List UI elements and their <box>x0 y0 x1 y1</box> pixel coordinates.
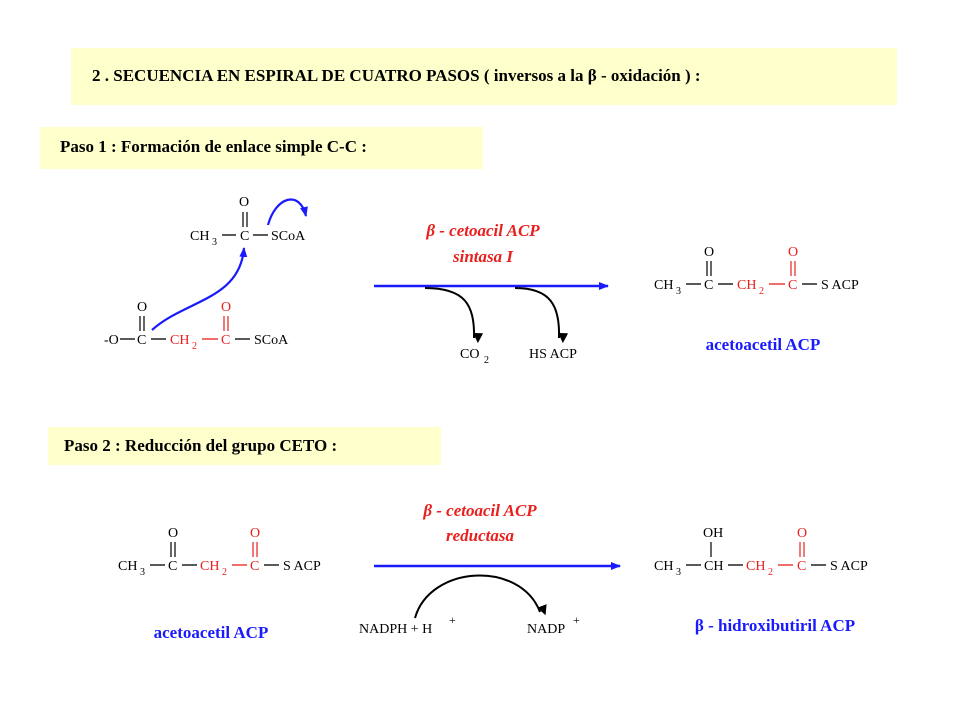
paso2-banner <box>48 427 441 465</box>
atom-ch2-red: CH <box>200 559 219 574</box>
atom-ch3: CH <box>654 278 673 293</box>
atom-o-red: O <box>221 300 231 315</box>
acetoacetyl-acp-product: CH 3 C O CH 2 C O S ACP <box>654 245 859 297</box>
atom-o-red: O <box>788 245 798 260</box>
paso1-product-name: acetoacetil ACP <box>706 335 821 354</box>
malonyl-coa-molecule: -O C O CH 2 C O SCoA <box>104 300 289 352</box>
paso2-enzyme-line1: β - cetoacil ACP <box>422 501 537 520</box>
cofactor-in-plus: + <box>449 613 456 627</box>
hsacp-release-arrow <box>514 287 569 344</box>
atom-c: C <box>137 333 146 348</box>
cofactor-out: NADP <box>527 622 565 637</box>
paso2-substrate-name: acetoacetil ACP <box>154 623 269 642</box>
atom-sub2-red: 2 <box>222 567 227 578</box>
atom-sub3: 3 <box>140 567 145 578</box>
atom-c-red: C <box>788 278 797 293</box>
acetyl-coa-molecule: CH 3 C O SCoA <box>190 195 306 248</box>
atom-o-red: O <box>250 526 260 541</box>
atom-o-red: O <box>797 526 807 541</box>
title-banner <box>71 48 897 105</box>
atom-ch3: CH <box>654 559 673 574</box>
hydroxybutyryl-acp-product: CH 3 CH OH CH 2 C O S ACP <box>654 526 868 578</box>
atom-sub2-red: 2 <box>768 567 773 578</box>
paso1-banner <box>40 127 483 169</box>
atom-c-red: C <box>250 559 259 574</box>
atom-sub3: 3 <box>676 567 681 578</box>
atom-c: C <box>704 278 713 293</box>
atom-sub3: 3 <box>212 237 217 248</box>
atom-c-red: C <box>797 559 806 574</box>
atom-o: O <box>239 195 249 210</box>
atom-scoa: SCoA <box>254 333 289 348</box>
paso2-header: Paso 2 : Reducción del grupo CETO : <box>64 436 338 455</box>
atom-sacp: S ACP <box>283 559 321 574</box>
byproduct-hsacp: HS ACP <box>529 347 577 362</box>
atom-oh: OH <box>703 526 723 541</box>
atom-sacp: S ACP <box>830 559 868 574</box>
paso2-product-name: β - hidroxibutiril ACP <box>695 616 855 635</box>
atom-minus-o: -O <box>104 333 119 348</box>
atom-o: O <box>137 300 147 315</box>
atom-sub2-red: 2 <box>759 286 764 297</box>
atom-o: O <box>168 526 178 541</box>
byproduct-co2: CO <box>460 347 479 362</box>
title-text: 2 . SECUENCIA EN ESPIRAL DE CUATRO PASOS… <box>92 66 701 85</box>
atom-sub2-red: 2 <box>192 341 197 352</box>
atom-ch3: CH <box>118 559 137 574</box>
nadph-oxidation-arrow <box>414 574 547 619</box>
cofactor-in: NADPH + H <box>359 622 432 637</box>
paso1-header: Paso 1 : Formación de enlace simple C-C … <box>60 137 367 156</box>
atom-ch2-red: CH <box>737 278 756 293</box>
atom-o: O <box>704 245 714 260</box>
atom-sub3: 3 <box>676 286 681 297</box>
atom-c-red: C <box>221 333 230 348</box>
byproduct-co2-sub: 2 <box>484 355 489 366</box>
cofactor-out-plus: + <box>573 613 580 627</box>
co2-release-arrow <box>424 287 484 344</box>
atom-ch2-red: CH <box>170 333 189 348</box>
paso1-enzyme-line2: sintasa I <box>452 247 514 266</box>
paso2-enzyme-line2: reductasa <box>446 526 515 545</box>
atom-ch: CH <box>704 559 723 574</box>
atom-scoa: SCoA <box>271 229 306 244</box>
atom-c: C <box>240 229 249 244</box>
acetoacetyl-acp-substrate: CH 3 C O CH 2 C O S ACP <box>118 526 321 578</box>
atom-c: C <box>168 559 177 574</box>
attack-arrow-top <box>266 198 308 226</box>
atom-sacp: S ACP <box>821 278 859 293</box>
paso1-enzyme-line1: β - cetoacil ACP <box>425 221 540 240</box>
attack-arrow-bottom <box>151 247 248 331</box>
atom-ch3: CH <box>190 229 209 244</box>
atom-ch2-red: CH <box>746 559 765 574</box>
